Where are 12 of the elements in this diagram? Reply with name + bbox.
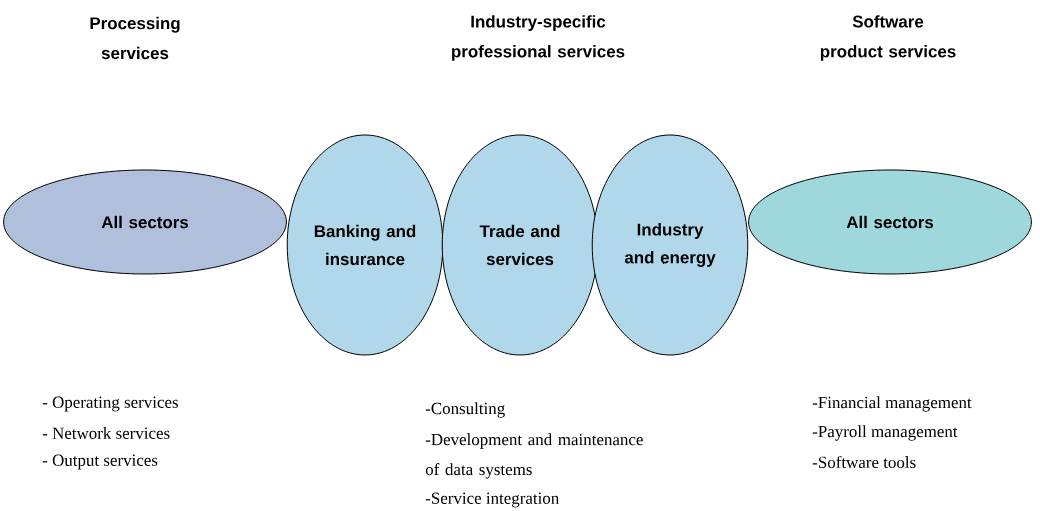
heading: Processing services [90,16,180,60]
list-item: -Development and maintenance of data systems [425,433,643,479]
list-item: - Operating services [42,396,178,412]
heading: Software product services [820,15,956,61]
list-item: -Financial management [812,396,972,412]
list-item: - Output services [42,454,158,470]
list-item: -Payroll management [812,425,958,441]
list-item: - Network services [42,427,170,439]
list-item: -Software tools [812,455,916,469]
heading: Industry-specific professional services [452,15,625,61]
list-item: -Consulting [425,402,505,418]
list-item: -Service integration [425,492,559,508]
